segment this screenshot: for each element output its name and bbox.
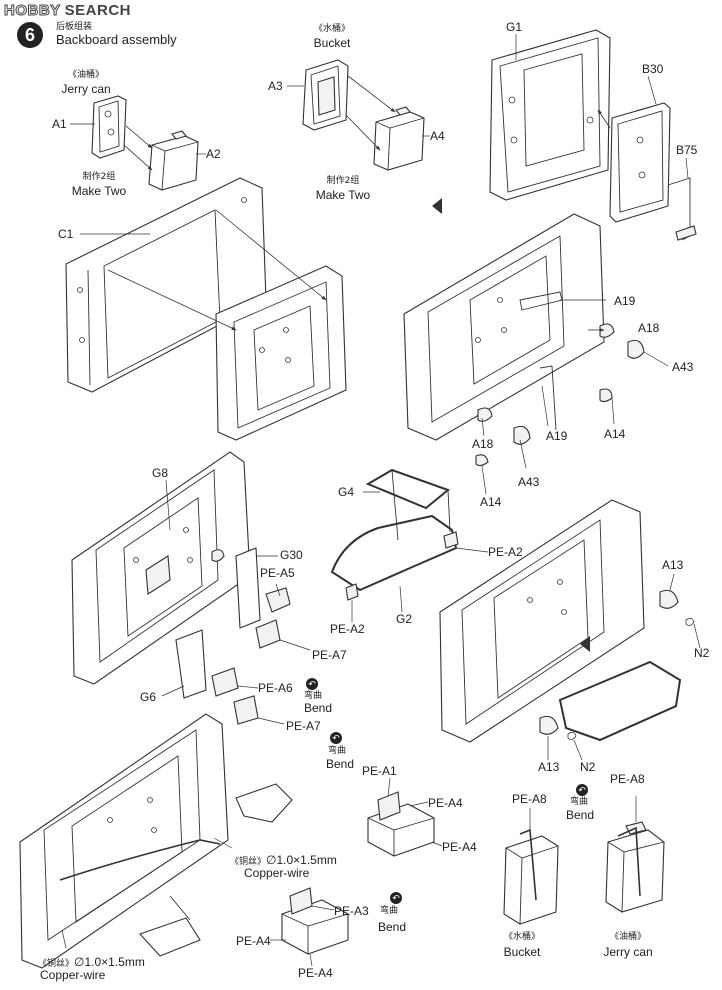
part-label-g4: G4 (338, 485, 355, 499)
bend-zh-4: 弯曲 (570, 797, 589, 807)
backboard-c1-subassembly (65, 177, 347, 441)
part-label-pe-a7-2: PE-A7 (286, 719, 321, 733)
part-label-n2-1: N2 (694, 646, 710, 660)
part-label-a13-2: A13 (538, 760, 560, 774)
part-label-a19-1: A19 (614, 294, 636, 308)
part-label-b30: B30 (642, 62, 664, 76)
bottom-jerry-en: Jerry can (603, 945, 653, 959)
rack-g4-g2-subassembly (330, 468, 489, 622)
bend-zh-2: 弯曲 (328, 746, 347, 756)
bend-zh-1: 弯曲 (304, 691, 323, 701)
part-label-pe-a3: PE-A3 (334, 904, 369, 918)
bucket-subassembly (287, 59, 430, 171)
bend-en-4: Bend (566, 808, 595, 822)
part-label-g30: G30 (280, 548, 303, 562)
step-title-en: Backboard assembly (56, 32, 177, 47)
make-two-zh-2: 制作2组 (326, 176, 360, 186)
part-label-a43-1: A43 (672, 360, 694, 374)
copper-wire-en-1: Copper-wire (244, 866, 310, 880)
part-label-a2: A2 (206, 147, 221, 161)
bend-icon: ↶ (306, 678, 318, 690)
bottom-bucket-zh: 《水桶》 (503, 932, 540, 942)
bend-en-3: Bend (378, 920, 407, 934)
part-label-g1: G1 (506, 20, 523, 34)
part-label-a43-2: A43 (518, 475, 540, 489)
part-label-pe-a5: PE-A5 (260, 566, 295, 580)
final-jerry-can (605, 796, 665, 913)
part-label-a14-2: A14 (480, 495, 502, 509)
board-g8-subassembly (71, 451, 311, 725)
part-label-a3: A3 (268, 79, 283, 93)
bottom-jerry-zh: 《油桶》 (609, 932, 646, 942)
bottom-bucket-en: Bucket (503, 945, 541, 959)
final-bucket (503, 808, 559, 925)
make-two-en: Make Two (71, 184, 127, 198)
board-a19-subassembly (403, 213, 669, 495)
part-label-pe-a2-2: PE-A2 (330, 622, 365, 636)
jerry-can-subassembly (70, 95, 206, 191)
part-label-a13-1: A13 (662, 558, 684, 572)
part-label-a4: A4 (430, 129, 445, 143)
bracket-pe-a1-subassembly (367, 777, 443, 857)
bend-zh-3: 弯曲 (380, 906, 399, 916)
bend-icon: ↶ (576, 784, 588, 796)
part-label-g6: G6 (140, 690, 157, 704)
part-label-pe-a1: PE-A1 (362, 764, 397, 778)
board-copper-wire-subassembly (19, 713, 293, 969)
bend-en-1: Bend (304, 701, 333, 715)
copper-wire-en-2: Copper-wire (40, 968, 106, 982)
step-number-badge: 6 (17, 22, 43, 48)
bucket-name-en: Bucket (313, 36, 351, 50)
part-label-b75: B75 (676, 143, 698, 157)
bend-icon: ↶ (330, 732, 342, 744)
part-label-a18-2: A18 (472, 437, 494, 451)
bucket-name-zh: 《水桶》 (313, 24, 350, 34)
bend-icon: ↶ (390, 892, 402, 904)
part-label-a14-1: A14 (604, 427, 626, 441)
bracket-pe-a3-subassembly (270, 887, 349, 967)
jerry-can-name-en: Jerry can (61, 82, 111, 96)
part-label-pe-a4-2: PE-A4 (442, 840, 477, 854)
part-label-g8: G8 (152, 466, 169, 480)
part-label-n2-2: N2 (580, 760, 596, 774)
copper-wire-note-2: 《铜丝》∅1.0×1.5mm (38, 955, 145, 969)
part-label-c1: C1 (58, 227, 74, 241)
part-label-pe-a8-1: PE-A8 (512, 792, 547, 806)
part-label-pe-a8-2: PE-A8 (610, 772, 645, 786)
make-two-en-2: Make Two (315, 188, 371, 202)
board-a13-subassembly (439, 499, 701, 761)
make-two-zh: 制作2组 (82, 172, 116, 182)
part-label-a1: A1 (52, 117, 67, 131)
part-label-pe-a4-1: PE-A4 (428, 796, 463, 810)
jerry-can-name-zh: 《油桶》 (67, 70, 104, 80)
part-label-pe-a6: PE-A6 (258, 681, 293, 695)
copper-wire-note-1: 《铜丝》∅1.0×1.5mm (230, 853, 337, 867)
part-label-pe-a4-3: PE-A4 (236, 934, 271, 948)
frame-g1-subassembly (489, 29, 697, 241)
part-label-pe-a4-4: PE-A4 (298, 966, 333, 980)
part-label-a18-1: A18 (638, 321, 660, 335)
part-label-pe-a2-1: PE-A2 (488, 545, 523, 559)
part-label-a19-2: A19 (546, 429, 568, 443)
step-title-zh: 后板组装 (56, 22, 93, 32)
part-label-g2: G2 (396, 612, 413, 626)
part-label-pe-a7-1: PE-A7 (312, 648, 347, 662)
bend-en-2: Bend (326, 757, 355, 771)
